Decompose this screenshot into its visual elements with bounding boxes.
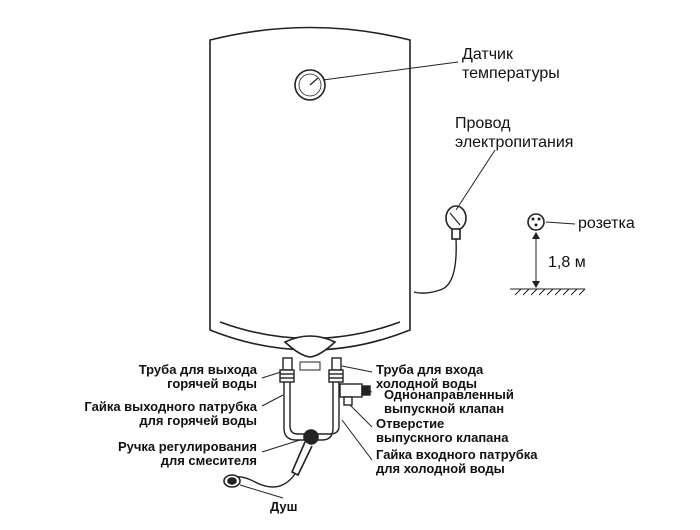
label-check-valve-line2: выпускной клапан: [384, 401, 505, 416]
label-check-valve: Однонаправленный выпускной клапан: [384, 388, 514, 416]
label-hot-outlet-nut: Гайка выходного патрубка для горячей вод…: [84, 400, 257, 428]
label-cold-inlet-pipe-line1: Труба для входа: [376, 362, 484, 377]
label-valve-opening-line1: Отверстие: [376, 416, 445, 431]
label-mixer-handle-line2: для смесителя: [160, 453, 257, 468]
temperature-gauge-icon: [294, 69, 326, 101]
check-valve-icon: [339, 383, 371, 406]
mixer-handle: [290, 441, 313, 477]
label-mixer-handle: Ручка регулирования для смесителя: [118, 440, 257, 468]
leader-socket: [545, 221, 576, 225]
power-cord: [413, 238, 457, 294]
tank-body: [209, 26, 411, 351]
leader-check-valve: [367, 390, 373, 393]
tank-nameplate: [299, 361, 321, 371]
label-mixer-handle-line1: Ручка регулирования: [117, 439, 257, 454]
label-temperature-sensor-line1: Датчик: [462, 46, 513, 63]
label-cold-inlet-nut: Гайка входного патрубка для холодной вод…: [376, 448, 538, 476]
label-hot-outlet-pipe: Труба для выхода горячей воды: [139, 363, 257, 391]
label-check-valve-line1: Однонаправленный: [384, 387, 514, 402]
label-cold-inlet-nut-line2: для холодной воды: [376, 461, 505, 476]
label-cold-inlet-pipe: Труба для входа холодной воды: [376, 363, 483, 391]
label-power-cord-line2: электропитания: [455, 134, 574, 151]
label-socket: розетка: [578, 215, 635, 232]
tank-cover: [283, 335, 337, 358]
label-height: 1,8 м: [548, 254, 586, 271]
label-cold-inlet-pipe-line2: холодной воды: [376, 376, 477, 391]
label-hot-outlet-nut-line1: Гайка выходного патрубка: [84, 399, 257, 414]
label-hot-outlet-pipe-line2: горячей воды: [167, 376, 257, 391]
label-hot-outlet-pipe-line1: Труба для выхода: [138, 362, 257, 377]
dimension-arrow: [532, 232, 540, 288]
cold-water-pipe: [316, 357, 344, 441]
label-power-cord: Провод электропитания: [455, 114, 573, 152]
hot-water-pipe: [279, 357, 306, 441]
label-cold-inlet-nut-line1: Гайка входного патрубка: [376, 447, 538, 462]
label-valve-opening-line2: выпускного клапана: [376, 430, 509, 445]
shower-head-icon: [223, 474, 241, 488]
leader-valve-opening: [349, 404, 373, 428]
leader-shower: [239, 484, 284, 499]
leader-hot-pipe: [261, 371, 282, 379]
label-hot-outlet-nut-line2: для горячей воды: [139, 413, 257, 428]
label-shower: Душ: [270, 499, 298, 514]
label-temperature-sensor-line2: температуры: [462, 65, 560, 82]
leader-mixer: [261, 439, 301, 453]
leader-temperature: [322, 61, 459, 81]
label-temperature-sensor: Датчик температуры: [462, 45, 560, 83]
mixer-valve-icon: [290, 429, 319, 477]
leader-cold-pipe: [341, 365, 373, 373]
leader-hot-nut: [261, 394, 284, 407]
label-power-cord-line1: Провод: [455, 115, 511, 132]
leader-power-cord: [455, 149, 496, 211]
socket-icon: [527, 213, 545, 231]
label-valve-opening: Отверстие выпускного клапана: [376, 417, 509, 445]
leader-cold-nut: [341, 419, 373, 461]
power-plug-icon: [445, 205, 467, 240]
floor-hatching: [510, 288, 586, 296]
